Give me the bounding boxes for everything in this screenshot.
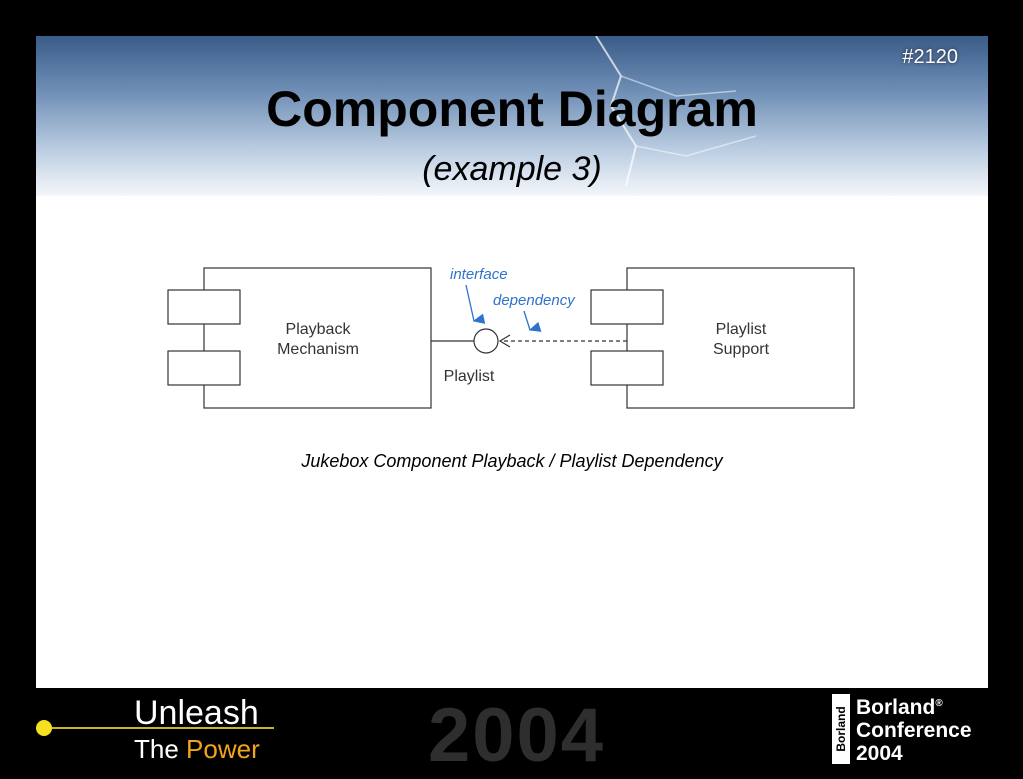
- registered-mark: ®: [935, 698, 943, 709]
- interface-circle: [473, 328, 499, 354]
- conference-title: Borland® Conference 2004: [856, 692, 972, 765]
- slide-subtitle: (example 3): [422, 150, 602, 188]
- footer-banner: Unleash The Power 2004 Borland Borland® …: [0, 688, 1023, 778]
- annotation-dependency-arrow: [523, 310, 542, 332]
- slide-number: #2120: [902, 46, 958, 68]
- annotation-dependency: dependency: [493, 292, 576, 309]
- component-label-line1: Playlist: [716, 321, 767, 338]
- component-label-line2: Support: [713, 341, 770, 358]
- diagram-caption: Jukebox Component Playback / Playlist De…: [301, 451, 723, 471]
- interface-label: Playlist: [444, 368, 495, 385]
- annotation-interface-arrow: [465, 284, 486, 324]
- component-playlist-support: Playlist Support: [590, 267, 855, 409]
- year-watermark: 2004: [428, 693, 606, 778]
- component-playback-mechanism: Playback Mechanism: [167, 267, 432, 409]
- the-power-text: The Power: [134, 734, 260, 765]
- footer-divider-line: [52, 727, 274, 729]
- component-label-line2: Mechanism: [277, 341, 359, 358]
- annotation-interface: interface: [450, 266, 508, 283]
- component-diagram: Playback Mechanism Playlist Support Play…: [167, 266, 855, 409]
- borland-logo: Borland: [832, 694, 850, 764]
- slide: #2120 Component Diagram (example 3) Play…: [36, 36, 988, 688]
- conference-line3: 2004: [856, 742, 903, 765]
- slide-title: Component Diagram: [266, 81, 758, 137]
- the-word: The: [134, 734, 179, 764]
- conference-line1: Borland: [856, 696, 936, 719]
- yellow-dot-icon: [36, 720, 52, 736]
- unleash-text: Unleash: [134, 694, 259, 732]
- conference-line2: Conference: [856, 719, 972, 742]
- power-word: Power: [186, 734, 260, 764]
- sky-background: [36, 36, 988, 196]
- component-label-line1: Playback: [286, 321, 352, 338]
- dependency-arrowhead: [498, 334, 511, 348]
- lightning-graphic: [595, 36, 757, 187]
- borland-logo-text: Borland: [834, 706, 848, 752]
